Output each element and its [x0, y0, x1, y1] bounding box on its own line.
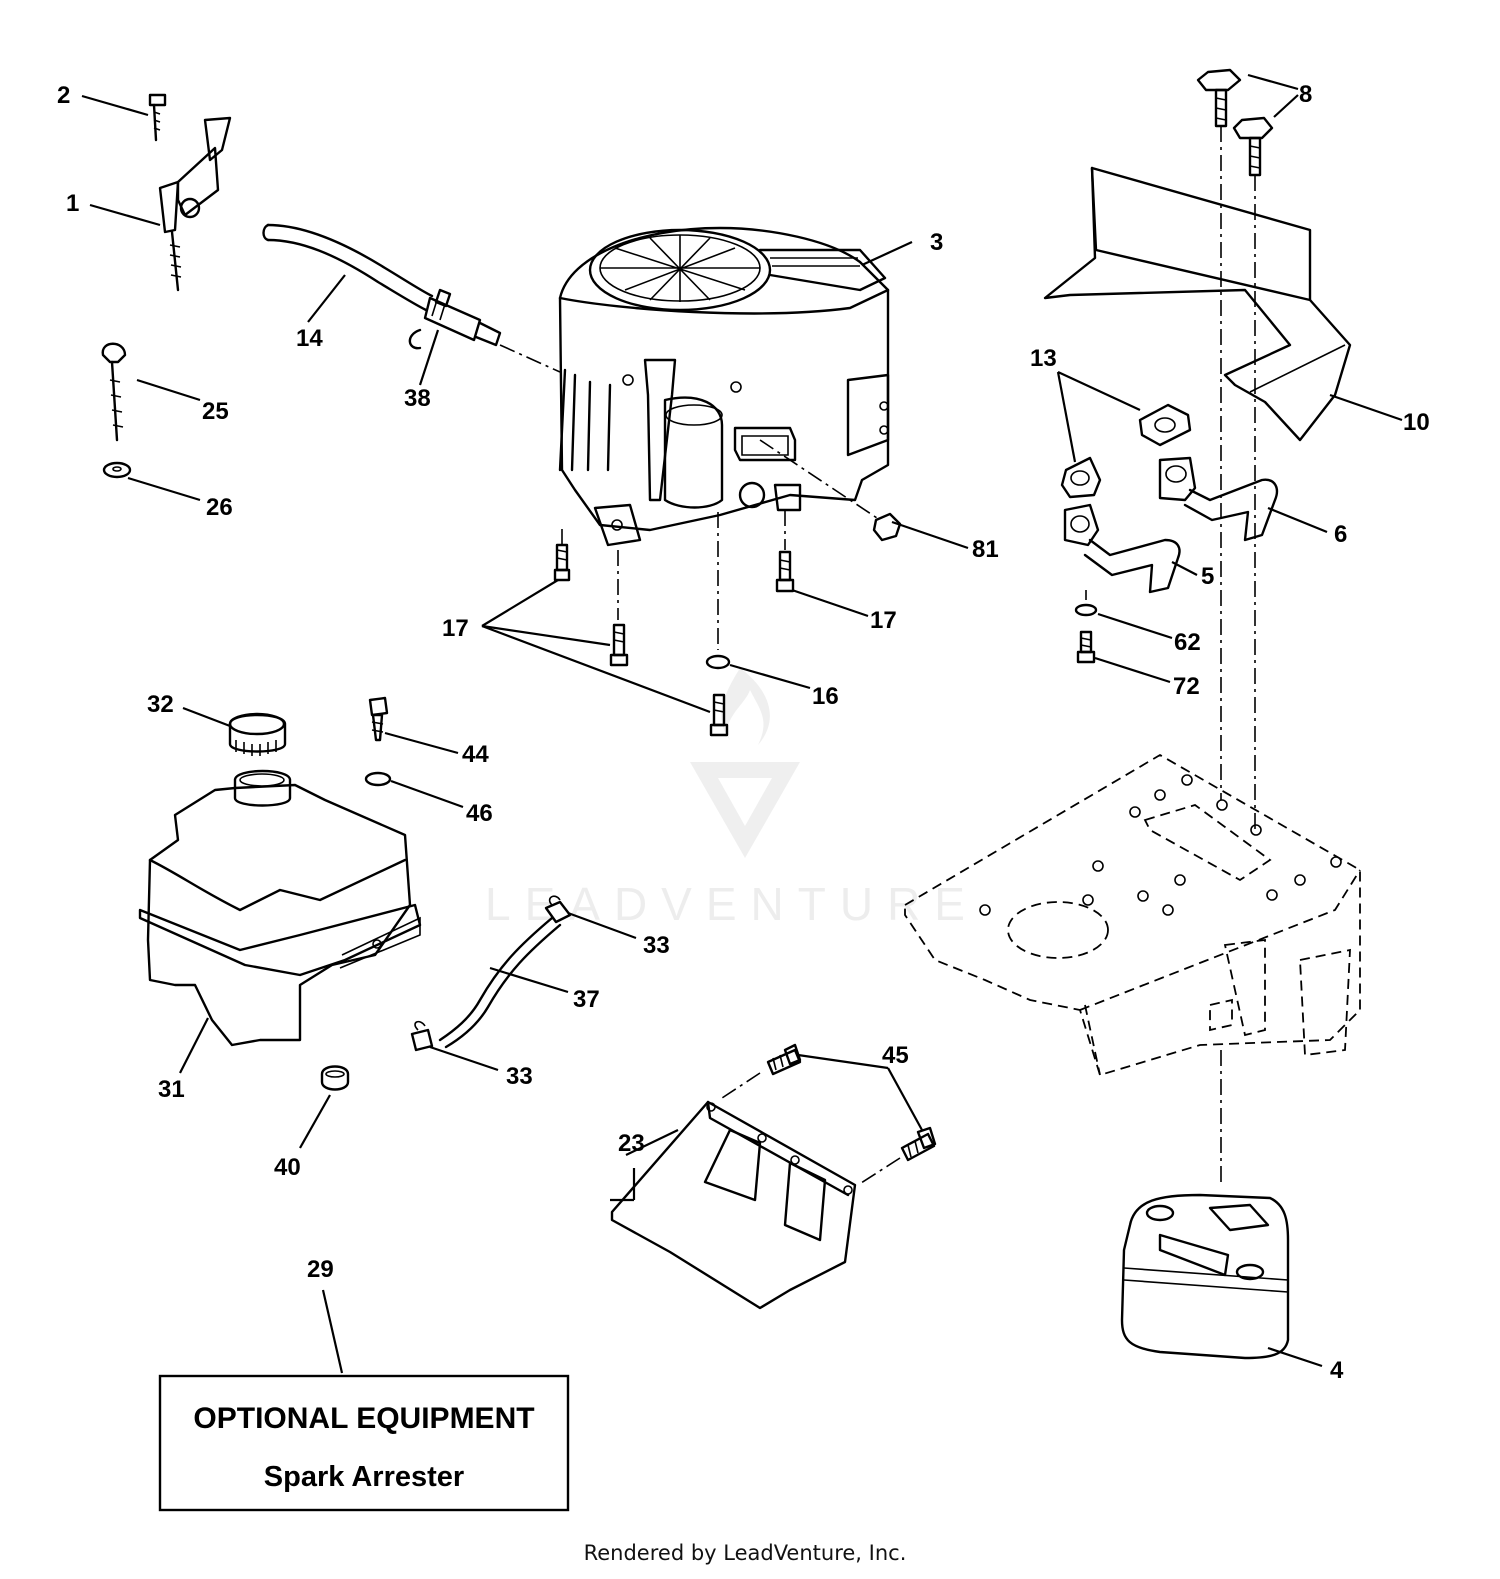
watermark-text: LEADVENTURE — [485, 878, 979, 930]
optional-equipment-title: OPTIONAL EQUIPMENT — [193, 1402, 534, 1435]
callout-6: 6 — [1334, 521, 1347, 548]
callout-25: 25 — [202, 398, 229, 425]
callout-17-right: 17 — [870, 607, 897, 634]
callout-5: 5 — [1201, 563, 1214, 590]
exhaust-pipes-part — [1060, 403, 1279, 664]
callout-3: 3 — [930, 229, 943, 256]
callout-44: 44 — [462, 741, 489, 768]
callout-72: 72 — [1173, 673, 1200, 700]
callout-1: 1 — [66, 190, 79, 217]
throttle-control-part — [148, 93, 232, 292]
fuel-hose-part — [262, 223, 561, 373]
callout-17-left: 17 — [442, 615, 469, 642]
fuel-line-part — [410, 895, 572, 1052]
callout-81: 81 — [972, 536, 999, 563]
callout-32: 32 — [147, 691, 174, 718]
optional-equipment-subtitle: Spark Arrester — [264, 1461, 464, 1493]
callout-29: 29 — [307, 1256, 334, 1283]
callout-33-top: 33 — [643, 932, 670, 959]
credit-text: Rendered by LeadVenture, Inc. — [584, 1541, 907, 1565]
callout-26: 26 — [206, 494, 233, 521]
watermark: LEADVENTURE — [485, 668, 979, 930]
callout-14: 14 — [296, 325, 323, 352]
callout-40: 40 — [274, 1154, 301, 1181]
heat-shield-part — [1043, 68, 1352, 830]
optional-equipment-box: OPTIONAL EQUIPMENT Spark Arrester — [158, 1374, 570, 1512]
muffler-part — [1120, 1193, 1290, 1360]
callout-37: 37 — [573, 986, 600, 1013]
callout-33-bottom: 33 — [506, 1063, 533, 1090]
callout-10: 10 — [1403, 409, 1430, 436]
callout-31: 31 — [158, 1076, 185, 1103]
fuel-tank-part — [138, 696, 422, 1091]
callout-62: 62 — [1174, 629, 1201, 656]
callout-38: 38 — [404, 385, 431, 412]
callout-45: 45 — [882, 1042, 909, 1069]
callout-16: 16 — [812, 683, 839, 710]
engine-part — [558, 226, 890, 650]
callout-13: 13 — [1030, 345, 1057, 372]
callout-8: 8 — [1299, 81, 1312, 108]
frame-outline — [904, 753, 1361, 1185]
knob-rod-part — [101, 342, 132, 479]
callout-4: 4 — [1330, 1357, 1344, 1384]
skid-plate-part — [610, 1043, 937, 1310]
callout-46: 46 — [466, 800, 493, 827]
callout-2: 2 — [57, 82, 70, 109]
leader-lines — [81, 73, 1403, 1374]
callout-23: 23 — [618, 1130, 645, 1157]
callout-numbers: 1 2 3 4 5 6 8 10 13 14 16 17 17 23 25 26… — [57, 81, 1430, 1384]
